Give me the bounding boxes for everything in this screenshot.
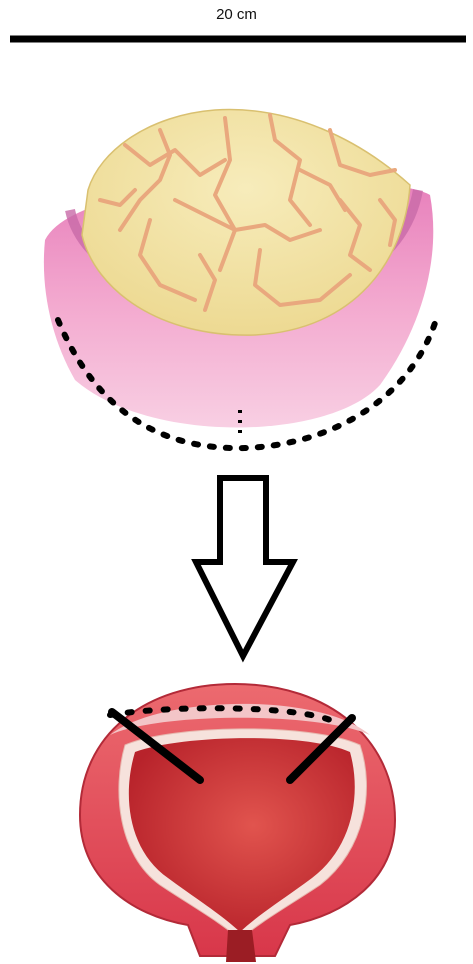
omental-flap <box>44 110 436 449</box>
bladder <box>80 684 395 962</box>
down-arrow-icon <box>196 478 293 656</box>
urethra <box>226 930 256 962</box>
